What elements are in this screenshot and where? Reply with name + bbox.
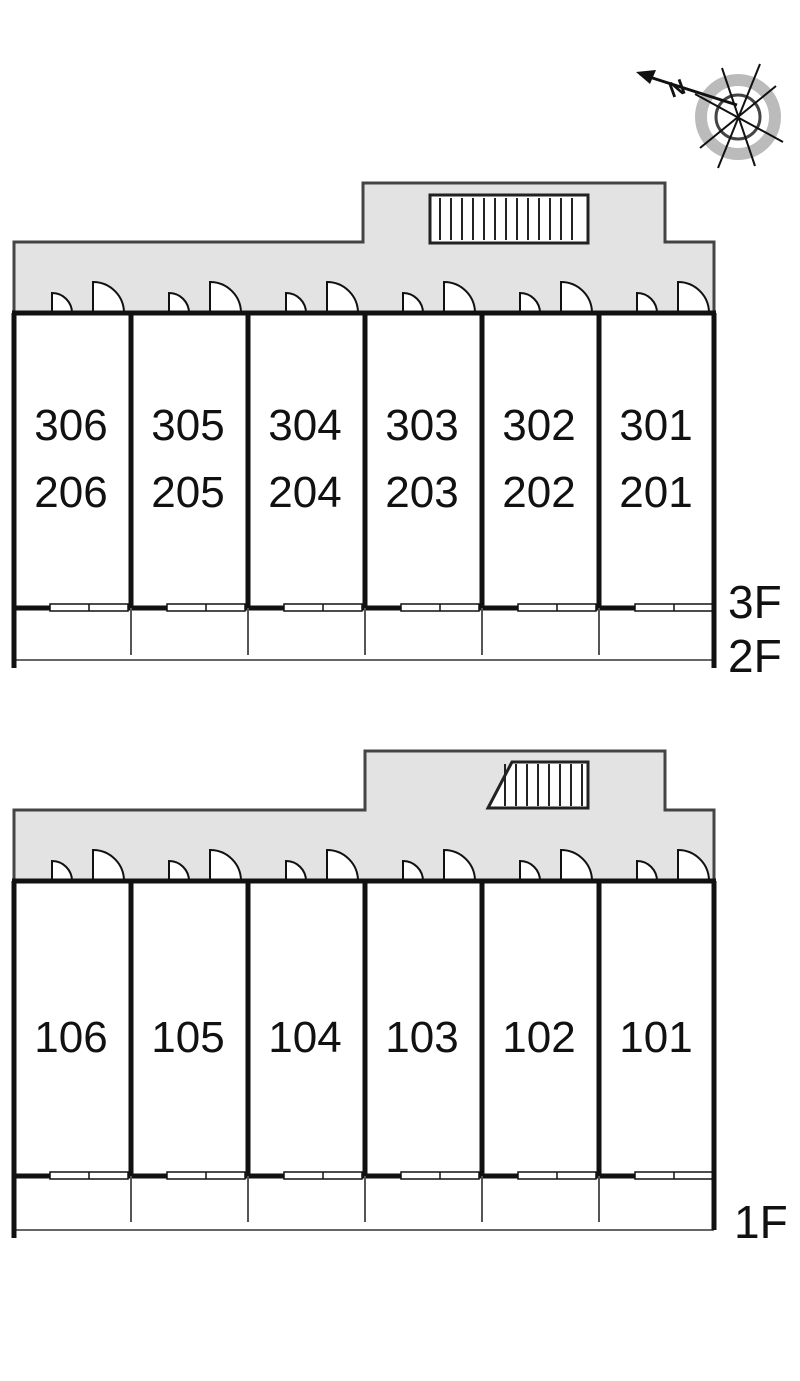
floor-label-1f: 1F	[734, 1196, 788, 1248]
unit-301: 301	[619, 401, 692, 450]
compass-north-label: N	[665, 74, 688, 103]
unit-102: 102	[502, 1013, 575, 1062]
floor-label-2f: 2F	[728, 630, 782, 682]
unit-105: 105	[151, 1013, 224, 1062]
staircase-lower	[485, 760, 590, 810]
unit-302: 302	[502, 401, 575, 450]
upper-floors-plan: 306 305 304 303 302 301 206 205 204 203 …	[11, 181, 782, 682]
unit-103: 103	[385, 1013, 458, 1062]
staircase-upper	[428, 193, 590, 245]
floor-label-3f: 3F	[728, 576, 782, 628]
unit-203: 203	[385, 468, 458, 517]
unit-205: 205	[151, 468, 224, 517]
unit-305: 305	[151, 401, 224, 450]
unit-306: 306	[34, 401, 107, 450]
unit-206: 206	[34, 468, 107, 517]
unit-101: 101	[619, 1013, 692, 1062]
unit-202: 202	[502, 468, 575, 517]
unit-104: 104	[268, 1013, 341, 1062]
unit-303: 303	[385, 401, 458, 450]
unit-201: 201	[619, 468, 692, 517]
unit-204: 204	[268, 468, 341, 517]
first-floor-plan: 106 105 104 103 102 101 1F	[11, 749, 788, 1248]
unit-304: 304	[268, 401, 341, 450]
north-compass-icon: N	[636, 63, 784, 169]
unit-106: 106	[34, 1013, 107, 1062]
